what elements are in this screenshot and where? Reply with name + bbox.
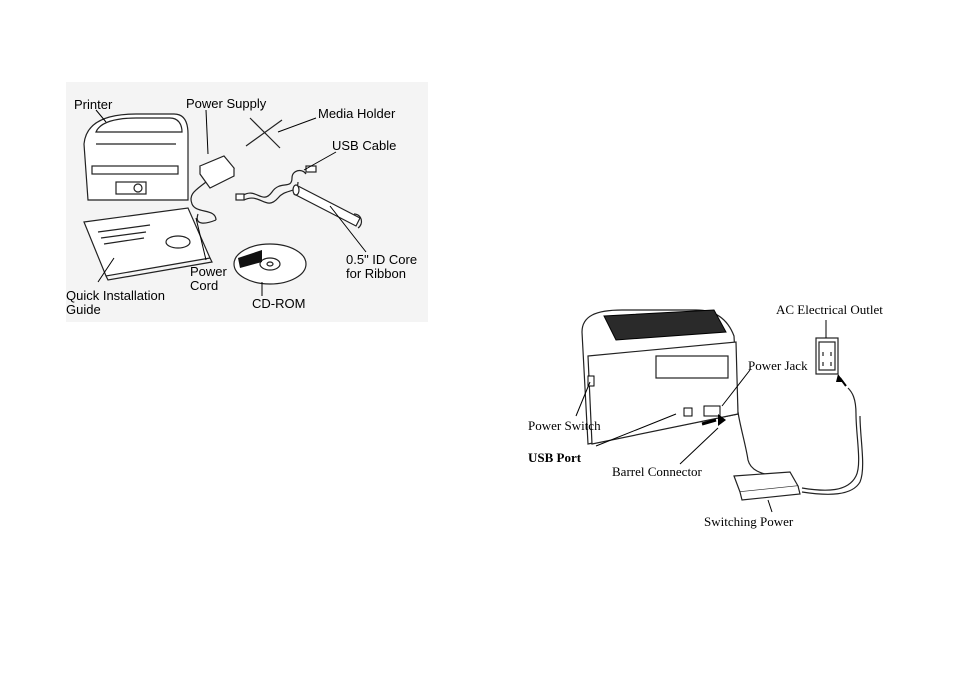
label-printer: Printer <box>74 97 113 112</box>
package-contents-figure: Printer Power Supply Media Holder USB Ca… <box>66 82 428 322</box>
ac-cord <box>801 387 860 491</box>
id-core-illustration <box>292 184 363 229</box>
ac-cord-inner <box>801 415 864 495</box>
printer-illustration <box>83 113 189 201</box>
label-cd-rom: CD-ROM <box>252 296 305 311</box>
label-usb-cable: USB Cable <box>332 138 396 153</box>
media-holder-illustration <box>245 117 283 149</box>
label-usb-port: USB Port <box>528 450 582 465</box>
connection-diagram-illustration: AC Electrical Outlet Power Jack Power Sw… <box>528 302 883 529</box>
switching-power-illustration <box>733 471 801 501</box>
printer-rear-illustration <box>581 309 739 445</box>
package-contents-illustration: Printer Power Supply Media Holder USB Ca… <box>66 96 417 317</box>
label-quick-guide-line2: Guide <box>66 302 101 317</box>
dc-cable <box>737 411 785 481</box>
label-power-supply: Power Supply <box>186 96 267 111</box>
label-power-cord-line2: Cord <box>190 278 218 293</box>
arrow-to-power-jack <box>701 418 717 426</box>
ac-outlet-illustration <box>815 337 839 375</box>
label-power-jack: Power Jack <box>748 358 808 373</box>
label-barrel-connector: Barrel Connector <box>612 464 703 479</box>
label-ac-outlet: AC Electrical Outlet <box>776 302 883 317</box>
label-media-holder: Media Holder <box>318 106 396 121</box>
label-switching-power: Switching Power <box>704 514 794 529</box>
label-power-switch: Power Switch <box>528 418 601 433</box>
power-supply-illustration <box>190 155 235 224</box>
label-power-cord-line1: Power <box>190 264 228 279</box>
cd-rom-illustration <box>233 243 307 285</box>
connection-diagram-figure: AC Electrical Outlet Power Jack Power Sw… <box>526 296 898 532</box>
label-id-core-line1: 0.5" ID Core <box>346 252 417 267</box>
label-quick-guide-line1: Quick Installation <box>66 288 165 303</box>
quick-guide-illustration <box>83 207 213 281</box>
label-id-core-line2: for Ribbon <box>346 266 406 281</box>
